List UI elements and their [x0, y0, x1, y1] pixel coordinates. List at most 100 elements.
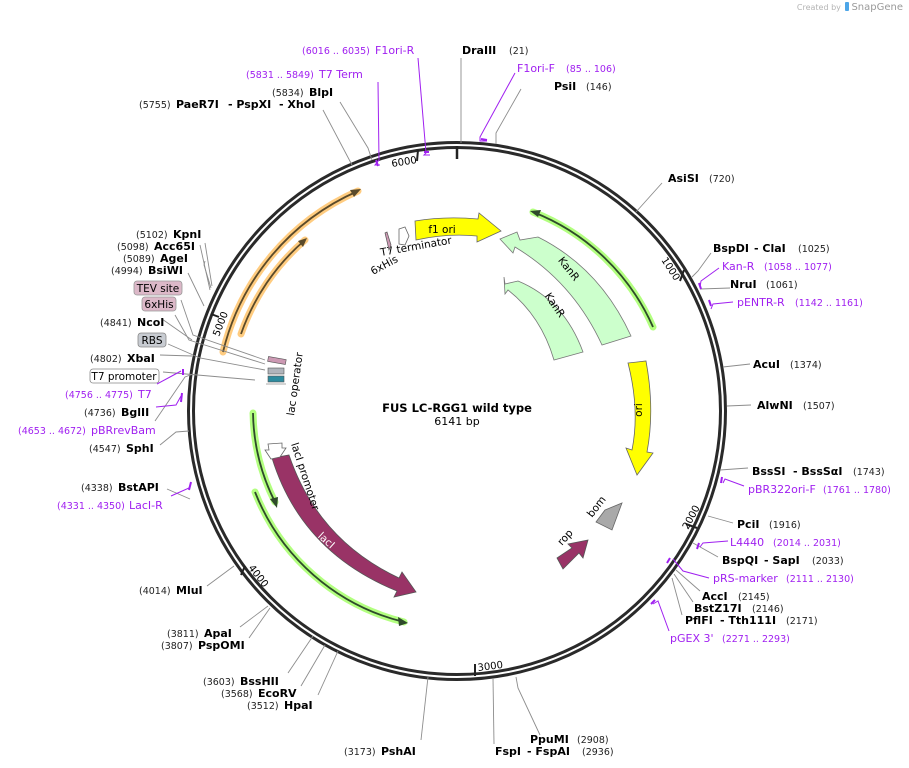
primer-prs-marker[interactable]: pRS-marker — [713, 572, 778, 585]
feature-box-t7-promoter[interactable]: T7 promoter — [90, 371, 157, 383]
enzyme-fspi[interactable]: FspI — [495, 745, 521, 758]
enzyme-clai[interactable]: - ClaI — [754, 242, 786, 255]
enzyme-psii-pos: (146) — [586, 82, 612, 93]
enzyme-pshai[interactable]: PshAI — [381, 745, 416, 758]
tick-6000: 6000 — [391, 155, 418, 170]
enzyme-alwni-pos: (1507) — [803, 401, 835, 412]
enzyme-bsshii[interactable]: BssHII — [240, 675, 279, 688]
primer-l4440[interactable]: L4440 — [730, 536, 764, 549]
credit-prefix: Created by — [796, 3, 841, 12]
credit-brand: SnapGene — [851, 2, 903, 13]
primer-laci-r-range: (4331 .. 4350) — [57, 501, 125, 512]
feature-lac-operator: lac operator — [266, 351, 306, 416]
enzyme-acui[interactable]: AcuI — [753, 358, 780, 371]
enzyme-apai[interactable]: ApaI — [204, 627, 232, 640]
enzyme-draiii[interactable]: DraIII — [462, 44, 496, 57]
enzyme-blpi[interactable]: BlpI — [309, 86, 333, 99]
enzyme-hpai-pos: (3512) — [247, 701, 279, 712]
enzyme-fspi-pos: (2936) — [582, 747, 614, 758]
feature-box-tev-site[interactable]: TEV site — [136, 283, 180, 295]
enzyme-bspqi-pos: (2033) — [812, 556, 844, 567]
primer-pbrrevbam-range: (4653 .. 4672) — [18, 426, 86, 437]
plasmid-length: 6141 bp — [434, 415, 479, 428]
enzyme-bstz17i-pos: (2146) — [752, 604, 784, 615]
enzyme-pflfi[interactable]: PflFI — [685, 614, 713, 627]
enzyme-leaders — [154, 58, 752, 745]
enzyme-pspxi[interactable]: - PspXI — [228, 98, 271, 111]
primer-f1ori-f-range: (85 .. 106) — [566, 64, 616, 75]
enzyme-bspdi[interactable]: BspDI — [713, 242, 749, 255]
enzyme-ecorv[interactable]: EcoRV — [258, 687, 297, 700]
enzyme-kpni[interactable]: KpnI — [173, 228, 201, 241]
enzyme-nrui-pos: (1061) — [766, 280, 798, 291]
enzyme-pshai-pos: (3173) — [344, 747, 376, 758]
enzyme-nrui[interactable]: NruI — [730, 278, 757, 291]
enzyme-acc65i-pos: (5098) — [117, 242, 149, 253]
feature-f1-ori: f1 ori — [414, 212, 502, 243]
enzyme-pspomi-pos: (3807) — [161, 641, 193, 652]
enzyme-xhoi[interactable]: - XhoI — [279, 98, 315, 111]
enzyme-tth111i[interactable]: - Tth111I — [720, 614, 776, 627]
enzyme-psii[interactable]: PsiI — [554, 80, 576, 93]
enzyme-ppumi[interactable]: PpuMI — [530, 733, 569, 746]
enzyme-acc65i[interactable]: Acc65I — [154, 240, 195, 253]
enzyme-hpai[interactable]: HpaI — [284, 699, 313, 712]
enzyme-labels-right: DraIII (21) PsiI (146) AsiSI (720) BspDI… — [462, 44, 885, 758]
enzyme-mlui[interactable]: MluI — [176, 584, 203, 597]
primer-t7-term-range: (5831 .. 5849) — [246, 70, 314, 81]
orf-arrows-orange — [219, 187, 362, 356]
enzyme-pflfi-pos: (2171) — [786, 616, 818, 627]
feature-box-rbs[interactable]: RBS — [142, 335, 163, 347]
enzyme-agei[interactable]: AgeI — [160, 252, 188, 265]
enzyme-alwni[interactable]: AlwNI — [757, 399, 793, 412]
primer-labels: F1ori-F (85 .. 106) Kan-R (1058 .. 1077)… — [18, 44, 891, 645]
enzyme-paer7i[interactable]: PaeR7I — [176, 98, 219, 111]
enzyme-ecorv-pos: (3568) — [221, 689, 253, 700]
primer-t7[interactable]: T7 — [137, 388, 152, 401]
feature-laci: lacI — [271, 454, 417, 598]
primer-pbrrevbam[interactable]: pBRrevBam — [91, 424, 156, 437]
primer-pentr-r[interactable]: pENTR-R — [737, 296, 785, 309]
primer-leaders — [155, 57, 745, 632]
enzyme-bstapi[interactable]: BstAPI — [118, 481, 159, 494]
enzyme-bsiwi[interactable]: BsiWI — [148, 264, 183, 277]
enzyme-bspqi[interactable]: BspQI — [722, 554, 758, 567]
feature-ori: ori — [625, 360, 654, 476]
snapgene-logo-icon — [845, 2, 850, 11]
enzyme-bsshii-pos: (3603) — [203, 677, 235, 688]
plasmid-name: FUS LC-RGG1 wild type — [382, 401, 532, 415]
enzyme-asisi[interactable]: AsiSI — [668, 172, 699, 185]
enzyme-bsssi-pos: (1743) — [853, 467, 885, 478]
enzyme-xbai[interactable]: XbaI — [127, 352, 155, 365]
enzyme-pspomi[interactable]: PspOMI — [198, 639, 245, 652]
primer-f1ori-f[interactable]: F1ori-F — [517, 62, 555, 75]
primer-t7-term[interactable]: T7 Term — [318, 68, 363, 81]
enzyme-blpi-pos: (5834) — [272, 88, 304, 99]
enzyme-acci[interactable]: AccI — [702, 590, 728, 603]
enzyme-xbai-pos: (4802) — [90, 354, 122, 365]
enzyme-pcii[interactable]: PciI — [737, 518, 759, 531]
primer-pbr322ori-f[interactable]: pBR322ori-F — [748, 483, 816, 496]
snapgene-credit: Created by SnapGene — [797, 2, 903, 13]
feature-box-6xhis[interactable]: 6xHis — [144, 299, 173, 311]
primer-pgex3[interactable]: pGEX 3' — [670, 632, 714, 645]
enzyme-fspai[interactable]: - FspAI — [527, 745, 570, 758]
primer-laci-r[interactable]: LacI-R — [129, 499, 163, 512]
enzyme-acci-pos: (2145) — [738, 592, 770, 603]
enzyme-sapi[interactable]: - SapI — [764, 554, 800, 567]
enzyme-bsssi[interactable]: BssSI — [752, 465, 786, 478]
enzyme-bspdi-pos: (1025) — [798, 244, 830, 255]
enzyme-ncoi[interactable]: NcoI — [137, 316, 164, 329]
primer-f1ori-r[interactable]: F1ori-R — [375, 44, 415, 57]
primer-l4440-range: (2014 .. 2031) — [773, 538, 841, 549]
enzyme-bsssai[interactable]: - BssSαI — [793, 465, 842, 478]
primer-kan-r[interactable]: Kan-R — [722, 260, 755, 273]
enzyme-bstz17i[interactable]: BstZ17I — [694, 602, 742, 615]
enzyme-bglii[interactable]: BglII — [121, 406, 149, 419]
enzyme-sphi[interactable]: SphI — [126, 442, 154, 455]
enzyme-bsiwi-pos: (4994) — [111, 266, 143, 277]
primer-kan-r-range: (1058 .. 1077) — [764, 262, 832, 273]
primer-pbr322ori-f-range: (1761 .. 1780) — [823, 485, 891, 496]
enzyme-bglii-pos: (4736) — [84, 408, 116, 419]
